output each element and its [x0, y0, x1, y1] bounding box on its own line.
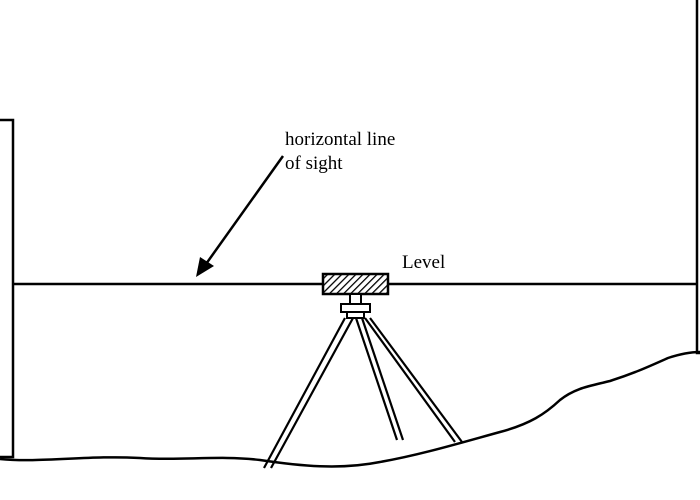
level-label: Level: [402, 252, 446, 273]
line-of-sight-label: horizontal line of sight: [285, 128, 395, 176]
tripod-icon: [263, 317, 463, 469]
arrow-icon: [196, 155, 285, 277]
right-leveling-staff: [695, 0, 700, 355]
ground-surface: [0, 350, 700, 468]
line-of-sight-label-line-2: of sight: [285, 153, 343, 174]
line-of-sight-label-line-1: horizontal line: [285, 129, 396, 150]
left-leveling-staff: [0, 118, 15, 459]
level-instrument-icon: [321, 272, 390, 319]
